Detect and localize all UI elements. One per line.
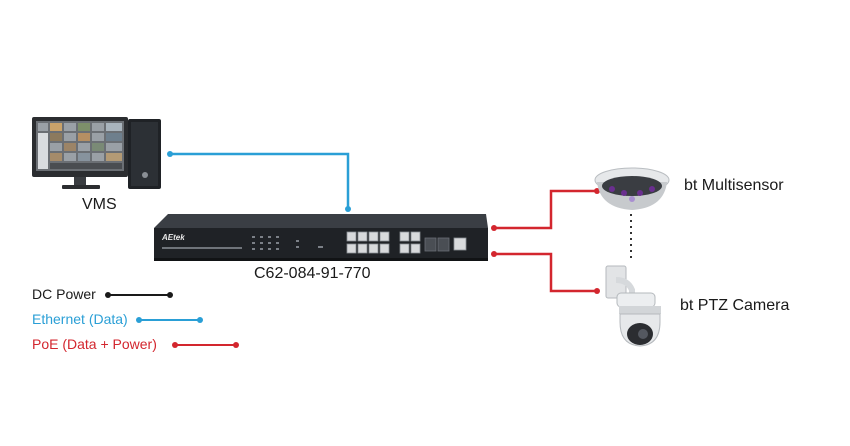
workstation-icon [32,117,161,189]
legend-label: Ethernet (Data) [32,311,128,327]
poe-cable-multisensor [494,189,597,230]
multisensor-label: bt Multisensor [684,177,784,194]
ethernet-cable-end [167,151,173,157]
ethernet-cable [170,152,350,209]
ethernet-cable-end [345,206,351,212]
ptz-camera-icon [605,265,661,347]
ptz-camera-label: bt PTZ Camera [680,297,790,314]
legend-line-poe [172,342,239,348]
poe-cable-end [491,251,497,257]
legend-label: PoE (Data + Power) [32,336,157,352]
poe-cable-end [594,288,600,294]
legend-item-poe: PoE (Data + Power) [32,336,157,352]
legend-label: DC Power [32,286,96,302]
poe-cable-end [491,225,497,231]
legend-line-ethernet [136,317,203,323]
legend-item-dc-power: DC Power [32,286,96,302]
legend-line-dc-power [105,292,173,298]
poe-cable-end [594,188,600,194]
legend-item-ethernet: Ethernet (Data) [32,311,128,327]
multisensor-camera-icon [594,167,670,210]
switch-model-label: C62-084-91-770 [254,265,371,282]
vms-label: VMS [82,196,117,213]
poe-cable-ptz [494,252,597,293]
network-switch-icon: AEtek [154,214,488,261]
switch-brand-logo: AEtek [161,233,185,242]
